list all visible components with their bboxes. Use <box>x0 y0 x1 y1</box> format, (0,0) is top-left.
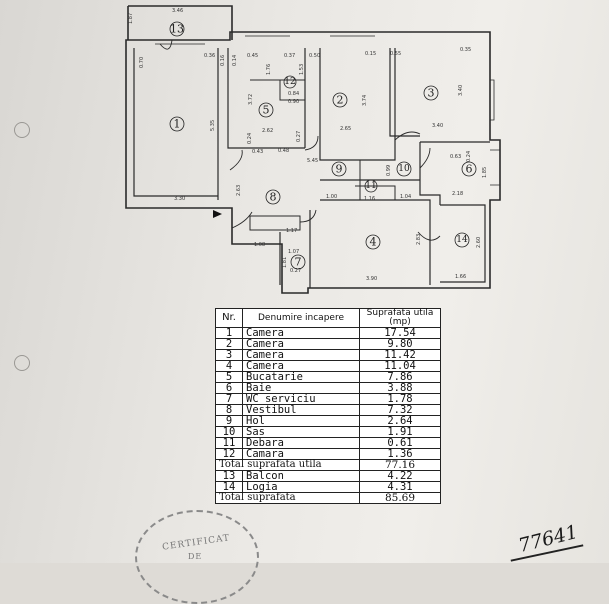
svg-text:3.40: 3.40 <box>458 85 464 96</box>
table-header: Nr. Denumire incapere Suprafata utila (m… <box>215 308 441 328</box>
svg-text:3.30: 3.30 <box>174 196 185 202</box>
svg-text:0.90: 0.90 <box>288 99 299 105</box>
svg-text:1.08: 1.08 <box>254 242 265 248</box>
svg-text:7: 7 <box>295 256 302 269</box>
area-table: Nr. Denumire incapere Suprafata utila (m… <box>215 308 441 504</box>
svg-text:11: 11 <box>365 181 376 191</box>
svg-text:8: 8 <box>270 191 277 204</box>
svg-text:1.07: 1.07 <box>288 249 299 255</box>
svg-text:0.37: 0.37 <box>284 53 295 59</box>
stamp-text-line2: DE <box>188 552 203 561</box>
svg-text:3.90: 3.90 <box>366 276 377 282</box>
svg-text:1.00: 1.00 <box>326 194 337 200</box>
total-util-label: Total suprafata utila <box>215 459 360 471</box>
svg-text:2.63: 2.63 <box>236 185 242 196</box>
room-numbers: 13 1 5 12 2 3 6 10 9 11 8 7 4 14 <box>169 21 477 270</box>
svg-text:3.46: 3.46 <box>172 8 183 14</box>
svg-text:4: 4 <box>370 236 377 249</box>
svg-text:0.14: 0.14 <box>232 55 238 66</box>
svg-text:0.16: 0.16 <box>220 55 226 66</box>
svg-text:13: 13 <box>170 23 184 36</box>
svg-text:5.35: 5.35 <box>210 120 216 131</box>
svg-text:10: 10 <box>398 164 410 174</box>
svg-text:12: 12 <box>284 77 295 87</box>
svg-text:1.16: 1.16 <box>364 196 375 202</box>
total-util-row: Total suprafata utila 77.16 <box>215 459 441 471</box>
svg-text:1.85: 1.85 <box>482 167 488 178</box>
svg-text:0.48: 0.48 <box>278 148 289 154</box>
svg-text:0.63: 0.63 <box>450 154 461 160</box>
svg-text:0.36: 0.36 <box>204 53 215 59</box>
svg-text:0.43: 0.43 <box>252 149 263 155</box>
svg-text:1.87: 1.87 <box>128 13 134 24</box>
svg-text:0.50: 0.50 <box>309 53 320 59</box>
total-row: Total suprafata 85.69 <box>215 492 441 504</box>
binder-hole-bottom <box>14 355 30 371</box>
total-util-value: 77.16 <box>359 459 441 471</box>
svg-text:0.27: 0.27 <box>296 131 302 142</box>
svg-text:1.53: 1.53 <box>299 64 305 75</box>
svg-text:5.45: 5.45 <box>307 158 318 164</box>
svg-text:2.65: 2.65 <box>340 126 351 132</box>
svg-text:0.45: 0.45 <box>247 53 258 59</box>
svg-text:6: 6 <box>466 163 473 176</box>
svg-text:3: 3 <box>428 87 435 100</box>
svg-text:0.70: 0.70 <box>139 57 145 68</box>
svg-text:1.76: 1.76 <box>266 64 272 75</box>
svg-text:0.99: 0.99 <box>386 165 392 176</box>
svg-text:1.04: 1.04 <box>400 194 411 200</box>
floor-plan: 13 1 5 12 2 3 6 10 9 11 8 7 4 14 3.46 1.… <box>125 5 501 294</box>
svg-text:3.40: 3.40 <box>432 123 443 129</box>
header-nr: Nr. <box>215 308 243 328</box>
svg-text:0.27: 0.27 <box>290 268 301 274</box>
header-name: Denumire incapere <box>242 308 360 328</box>
svg-text:2.60: 2.60 <box>476 237 482 248</box>
total-label: Total suprafata <box>215 492 360 504</box>
svg-text:1.17: 1.17 <box>286 228 297 234</box>
binder-hole-top <box>14 122 30 138</box>
header-area: Suprafata utila (mp) <box>359 308 441 328</box>
svg-text:0.84: 0.84 <box>288 91 299 97</box>
svg-text:0.24: 0.24 <box>466 151 472 162</box>
svg-text:0.15: 0.15 <box>365 51 376 57</box>
svg-text:0.55: 0.55 <box>390 51 401 57</box>
svg-text:2.18: 2.18 <box>452 191 463 197</box>
svg-text:1.81: 1.81 <box>282 257 288 268</box>
svg-text:9: 9 <box>336 163 343 176</box>
svg-text:14: 14 <box>456 235 468 245</box>
svg-text:1.66: 1.66 <box>455 274 466 280</box>
svg-text:3.74: 3.74 <box>362 95 368 106</box>
svg-text:3.72: 3.72 <box>248 94 254 105</box>
svg-text:2.62: 2.62 <box>262 128 273 134</box>
svg-text:2.83: 2.83 <box>416 234 422 245</box>
svg-text:5: 5 <box>263 104 270 117</box>
svg-text:2: 2 <box>337 94 344 107</box>
svg-text:0.24: 0.24 <box>247 133 253 144</box>
svg-text:1: 1 <box>174 118 181 131</box>
entrance-arrow-icon <box>213 210 222 218</box>
svg-text:0.35: 0.35 <box>460 47 471 53</box>
total-value: 85.69 <box>359 492 441 504</box>
dimension-labels: 3.46 1.87 0.36 0.45 0.37 0.50 0.15 0.55 … <box>128 8 488 282</box>
